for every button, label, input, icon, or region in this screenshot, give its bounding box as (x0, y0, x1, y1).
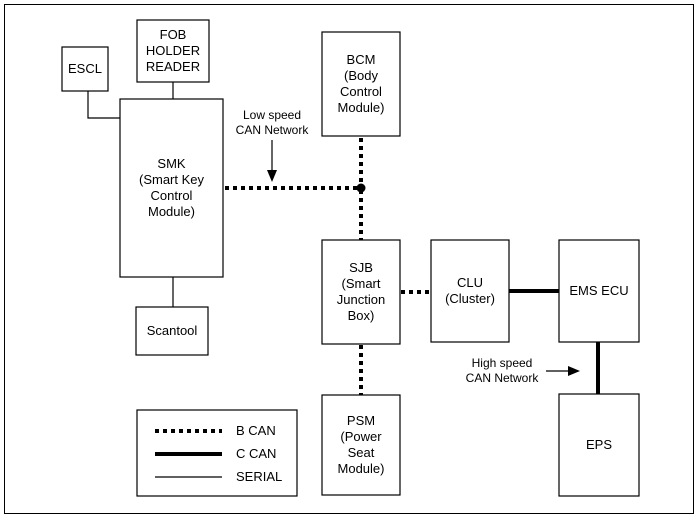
fob-holder-reader-label: FOB HOLDER READER (145, 27, 201, 74)
serial-escl-smk (87, 91, 120, 119)
low-speed-can-note: Low speed CAN Network (235, 108, 309, 137)
sjb-label: SJB (Smart Junction Box) (336, 260, 386, 323)
legend-box (136, 409, 298, 497)
escl-label: ESCL (68, 61, 102, 76)
smk-label: SMK (Smart Key Control Module) (138, 156, 204, 219)
legend-bcan-label: B CAN (236, 423, 276, 438)
high-speed-can-note: High speed CAN Network (465, 356, 539, 385)
bcan-junction-dot (356, 183, 366, 193)
escl-box (61, 46, 109, 92)
high-speed-arrow-head (568, 366, 580, 376)
low-speed-arrow-head (267, 170, 277, 182)
ems-ecu-label: EMS ECU (569, 283, 629, 298)
scantool-label: Scantool (146, 323, 198, 338)
scantool-box (135, 306, 209, 356)
legend-ccan-label: C CAN (236, 446, 277, 461)
bcm-box (321, 31, 401, 137)
psm-label: PSM (Power Seat Module) (337, 413, 385, 476)
diagram-frame (4, 4, 694, 514)
smk-box (119, 98, 224, 278)
bcm-label: BCM (Body Control Module) (337, 52, 385, 115)
legend-serial-label: SERIAL (236, 469, 283, 484)
eps-label: EPS (585, 437, 612, 452)
clu-label: CLU (Cluster) (445, 275, 495, 306)
